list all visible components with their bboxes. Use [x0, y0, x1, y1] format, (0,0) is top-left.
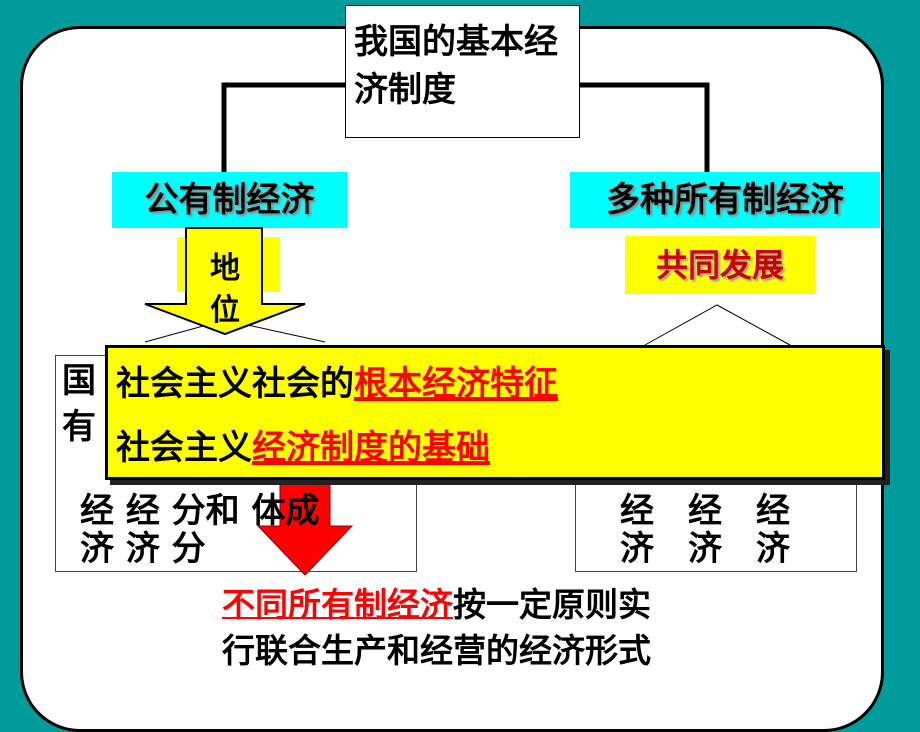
yellow-down-arrow: [144, 227, 306, 336]
key-points-box: 社会主义社会的根本经济特征 社会主义经济制度的基础: [105, 345, 885, 480]
left-line: 经 经 分和 体成: [80, 491, 320, 531]
mixed-economy-definition: 不同所有制经济按一定原则实 行联合生产和经营的经济形式: [222, 582, 651, 674]
overlay-highlight: 根本经济特征: [354, 364, 558, 404]
definition-text: 按一定原则实: [453, 585, 651, 624]
title-box: 我国的基本经济制度: [345, 5, 580, 138]
multi-ownership-label: 多种所有制经济: [570, 172, 880, 228]
title-text: 我国的基本经济制度: [354, 22, 558, 110]
definition-highlight: 不同所有制经济: [222, 585, 453, 624]
common-development-label: 共同发展: [625, 236, 815, 294]
left-line: 济 济 分: [80, 529, 206, 569]
overlay-highlight: 经济制度的基础: [252, 428, 490, 468]
overlay-text: 社会主义: [116, 428, 252, 468]
left-line: 国: [62, 361, 96, 401]
arrow-label: 地位: [210, 251, 240, 328]
left-line: 有: [62, 407, 96, 447]
definition-text: 行联合生产和经营的经济形式: [222, 631, 651, 670]
right-line: 经 经 经: [620, 491, 790, 531]
overlay-text: 社会主义社会的: [116, 364, 354, 404]
public-economy-label: 公有制经济: [112, 172, 347, 228]
right-line: 济 济 济: [620, 529, 790, 569]
